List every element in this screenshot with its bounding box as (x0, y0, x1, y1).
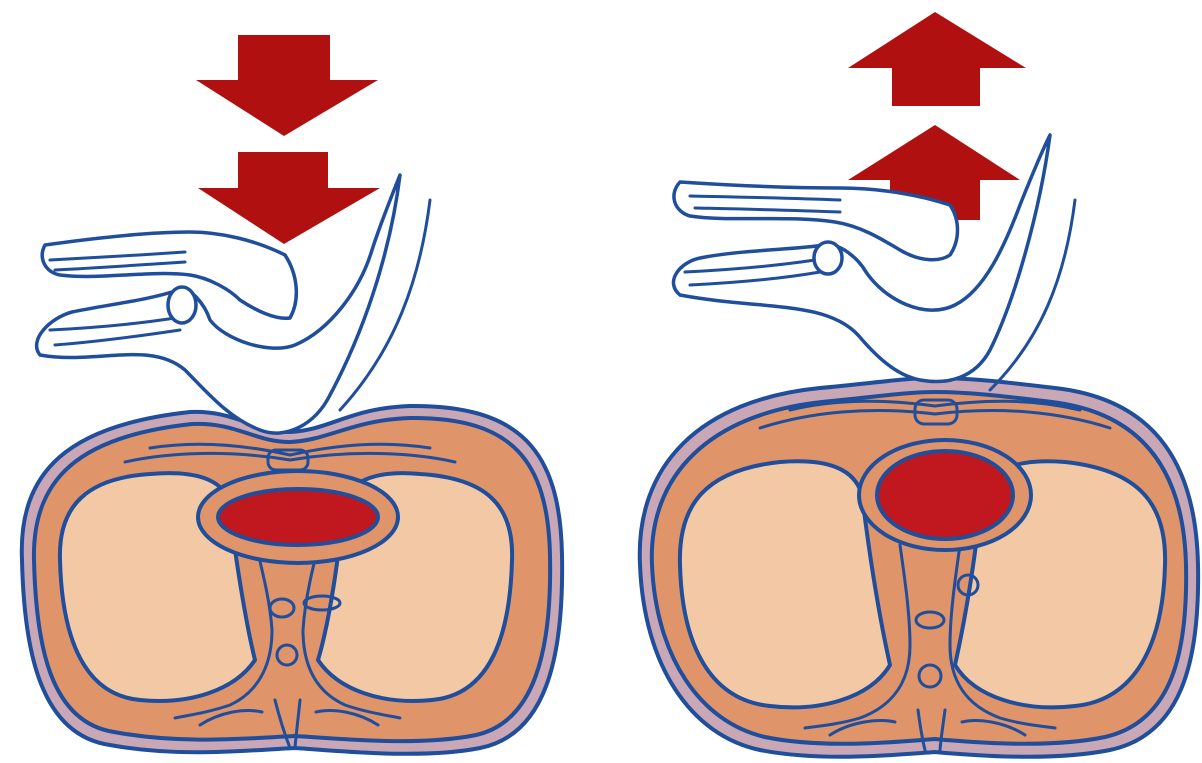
heart-compressed (218, 489, 378, 545)
hands-compressing (37, 175, 430, 433)
decompression-panel (640, 12, 1198, 757)
heart-expanded (877, 451, 1013, 539)
compression-panel (22, 35, 562, 754)
chest-cross-section-compressed (22, 406, 562, 754)
down-arrows-icon (196, 35, 380, 244)
chest-cross-section-expanded (640, 378, 1198, 757)
